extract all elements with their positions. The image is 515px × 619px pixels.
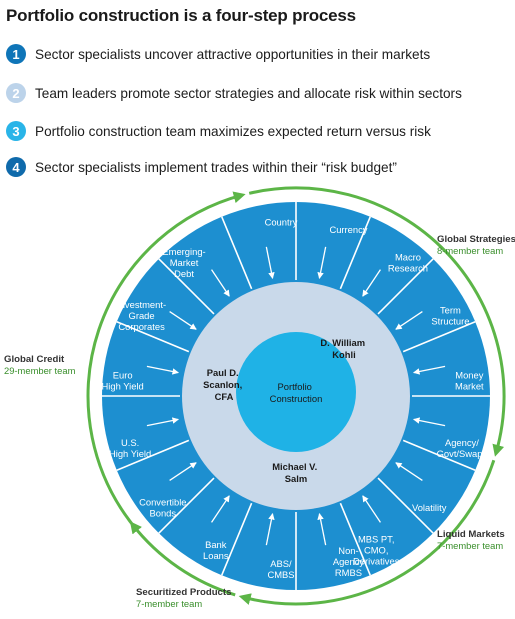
sector-label: Country	[265, 217, 298, 228]
arc-global-strategies	[248, 186, 506, 457]
sector-arrow	[395, 311, 423, 330]
sector-arrow	[146, 417, 179, 427]
sector-arrow	[211, 269, 230, 297]
sector-arrow	[169, 311, 197, 330]
sector-divider	[402, 321, 476, 353]
step-text: Team leaders promote sector strategies a…	[35, 85, 462, 101]
sector-divider	[221, 502, 253, 576]
page-title: Portfolio construction is a four-step pr…	[6, 6, 356, 25]
sector-arrow	[265, 246, 275, 279]
leader-kohli: D. William Kohli	[320, 337, 367, 360]
team-size: 29-member team	[4, 365, 76, 376]
team-arcs	[86, 186, 506, 606]
team-size: 7-member team	[437, 540, 503, 551]
sector-divider	[221, 216, 253, 290]
sector-arrow	[146, 365, 179, 375]
team-liquid-markets: Liquid Markets 7-member team	[437, 529, 505, 551]
sector-arrow	[265, 513, 275, 546]
sector-divider	[377, 477, 434, 534]
step-number-badge: 4	[6, 157, 26, 177]
sector-arrow	[395, 462, 423, 481]
sector-divider	[339, 216, 371, 290]
sector-arrow	[362, 495, 381, 523]
step-text: Sector specialists uncover attractive op…	[35, 46, 431, 62]
sector-divider	[377, 258, 434, 315]
portfolio-construction-core	[236, 332, 356, 452]
team-size: 8-member team	[437, 245, 503, 256]
sector-label: U.S.High Yield	[109, 437, 151, 459]
sector-divider	[339, 502, 371, 576]
step-text: Sector specialists implement trades with…	[35, 159, 397, 175]
step-2: 2 Team leaders promote sector strategies…	[6, 82, 462, 104]
step-text: Portfolio construction team maximizes ex…	[35, 123, 431, 139]
team-securitized-products: Securitized Products 7-member team	[136, 587, 231, 609]
sector-divider	[116, 321, 190, 353]
team-name: Liquid Markets	[437, 529, 505, 540]
team-name: Global Strategies	[437, 234, 515, 245]
sector-divider	[402, 439, 476, 471]
sector-arrow	[362, 269, 381, 297]
sector-arrow	[211, 495, 230, 523]
sector-label: Volatility	[412, 502, 447, 513]
leader-scanlon: Paul D. Scanlon, CFA	[203, 367, 245, 402]
sector-arrow	[317, 246, 327, 279]
step-number-badge: 1	[6, 44, 26, 64]
sector-arrow	[413, 417, 446, 427]
sector-label: Currency	[329, 224, 367, 235]
arc-global-credit	[86, 191, 246, 525]
sector-arrow	[317, 513, 327, 546]
step-3: 3 Portfolio construction team maximizes …	[6, 120, 431, 142]
sector-label: ABS/CMBS	[267, 558, 294, 580]
step-4: 4 Sector specialists implement trades wi…	[6, 156, 397, 178]
sector-label: Agency/Govt/Swaps	[437, 437, 488, 459]
core-label: Portfolio Construction	[270, 381, 323, 404]
team-global-credit: Global Credit 29-member team	[4, 354, 76, 376]
sector-label: MBS PT,CMO,Derivatives	[353, 533, 400, 566]
team-name: Securitized Products	[136, 587, 231, 598]
team-name: Global Credit	[4, 354, 65, 365]
team-size: 7-member team	[136, 598, 202, 609]
sector-arrow	[169, 462, 197, 481]
sector-arrows	[146, 246, 446, 546]
arc-securitized-products	[129, 521, 236, 597]
sector-divider	[116, 439, 190, 471]
team-global-strategies: Global Strategies 8-member team	[437, 234, 515, 256]
sector-divider	[158, 258, 215, 315]
step-number-badge: 3	[6, 121, 26, 141]
leader-salm: Michael V. Salm	[272, 461, 320, 484]
sector-divider	[158, 477, 215, 534]
step-number-badge: 2	[6, 83, 26, 103]
sector-arrow	[413, 365, 446, 375]
sector-dividers	[102, 202, 490, 590]
arc-liquid-markets	[238, 459, 496, 606]
step-1: 1 Sector specialists uncover attractive …	[6, 43, 430, 65]
